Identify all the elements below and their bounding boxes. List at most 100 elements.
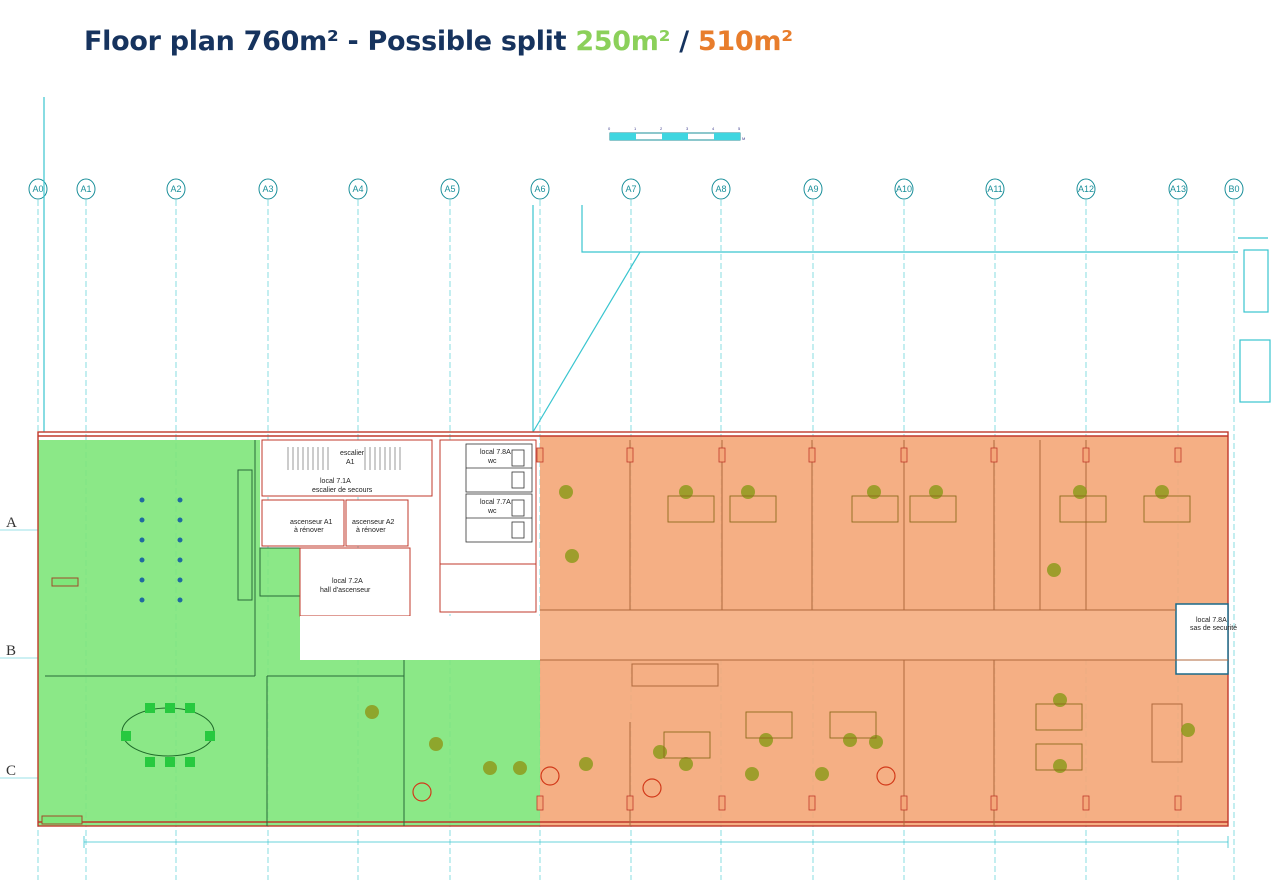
column-axis-a5: A5 bbox=[440, 178, 460, 880]
lift1-desc-label: à rénover bbox=[294, 527, 324, 534]
column-axis-label: B0 bbox=[1228, 184, 1239, 194]
seat-dot bbox=[139, 557, 145, 563]
column-axis-label: A3 bbox=[262, 184, 273, 194]
chair bbox=[185, 703, 195, 713]
dimension-line bbox=[83, 836, 1229, 848]
desk bbox=[909, 495, 957, 523]
scale-tick-4: 4 bbox=[712, 126, 715, 131]
workstation-marker bbox=[876, 766, 896, 786]
plant bbox=[843, 733, 857, 747]
column-axis-a13: A13 bbox=[1168, 178, 1188, 880]
column-axis-a9: A9 bbox=[803, 178, 823, 880]
row-axis-c: C bbox=[0, 763, 38, 779]
column bbox=[536, 795, 544, 811]
column-axis-a11: A11 bbox=[985, 178, 1005, 880]
column-axis-label: A12 bbox=[1078, 184, 1094, 194]
title-separator: / bbox=[670, 26, 698, 57]
security-local-label: local 7.8A bbox=[1196, 617, 1227, 624]
desk bbox=[1059, 495, 1107, 523]
lift2-name-label: ascenseur A2 bbox=[352, 519, 395, 526]
scale-tick-1: 1 bbox=[634, 126, 637, 131]
column-axis-a12: A12 bbox=[1076, 178, 1096, 880]
column-axis-a0: A0 bbox=[28, 178, 48, 880]
plant bbox=[429, 737, 443, 751]
plant bbox=[759, 733, 773, 747]
hall-desc-label: hall d'ascenseur bbox=[320, 587, 371, 594]
column-axis-label: A7 bbox=[625, 184, 636, 194]
scale-tick-2: 2 bbox=[660, 126, 663, 131]
row-axes: A B C bbox=[0, 515, 38, 779]
workstation-marker bbox=[642, 778, 662, 798]
column bbox=[1174, 795, 1182, 811]
building-core bbox=[261, 439, 540, 660]
plant bbox=[1053, 693, 1067, 707]
chair bbox=[145, 757, 155, 767]
desk bbox=[745, 711, 793, 739]
column-axis-a8: A8 bbox=[711, 178, 731, 880]
desk bbox=[663, 731, 711, 759]
stair-id-label: A1 bbox=[346, 459, 355, 466]
plant bbox=[741, 485, 755, 499]
desk bbox=[829, 711, 877, 739]
row-axis-label: A bbox=[6, 515, 17, 531]
orange-area-label: 510m² bbox=[697, 26, 793, 57]
seat-dot bbox=[177, 497, 183, 503]
column bbox=[626, 447, 634, 463]
lift1-name-label: ascenseur A1 bbox=[290, 519, 333, 526]
column-axis-label: A5 bbox=[444, 184, 455, 194]
plant bbox=[1181, 723, 1195, 737]
seat-dot bbox=[139, 537, 145, 543]
green-zone bbox=[38, 440, 540, 826]
stair-treads bbox=[287, 447, 401, 470]
wc-stalls bbox=[465, 443, 533, 543]
column-axis-a6: A6 bbox=[530, 178, 550, 880]
plant bbox=[365, 705, 379, 719]
workstation-marker bbox=[412, 782, 432, 802]
column bbox=[718, 795, 726, 811]
seat-dot bbox=[139, 517, 145, 523]
plant bbox=[745, 767, 759, 781]
scale-unit: M bbox=[742, 136, 745, 141]
column bbox=[626, 795, 634, 811]
seat-dot bbox=[139, 577, 145, 583]
row-axis-label: C bbox=[6, 763, 16, 779]
column-axis-a2: A2 bbox=[166, 178, 186, 880]
column-axis-label: A9 bbox=[807, 184, 818, 194]
plant bbox=[679, 757, 693, 771]
desk bbox=[1035, 703, 1083, 731]
column-axis-a1: A1 bbox=[76, 178, 96, 880]
scale-tick-3: 3 bbox=[686, 126, 689, 131]
plant bbox=[559, 485, 573, 499]
column bbox=[808, 447, 816, 463]
green-area-label: 250m² bbox=[575, 26, 671, 57]
scale-bar: 0 1 2 3 4 5 M bbox=[608, 126, 745, 141]
desk bbox=[851, 495, 899, 523]
scale-tick-0: 0 bbox=[608, 126, 611, 131]
desk bbox=[667, 495, 715, 523]
row-axis-label: B bbox=[6, 643, 16, 659]
plant bbox=[1073, 485, 1087, 499]
column-axis-a10: A10 bbox=[894, 178, 914, 880]
chair bbox=[165, 757, 175, 767]
seat-dot bbox=[177, 597, 183, 603]
column-axis-label: A13 bbox=[1170, 184, 1186, 194]
plant bbox=[483, 761, 497, 775]
column-axis-a3: A3 bbox=[258, 178, 278, 880]
column bbox=[1082, 795, 1090, 811]
column bbox=[900, 795, 908, 811]
stair-name-label: escalier bbox=[340, 450, 365, 457]
row-axis-a: A bbox=[0, 515, 38, 531]
chair bbox=[185, 757, 195, 767]
plant bbox=[929, 485, 943, 499]
wc2-local-label: local 7.7A bbox=[480, 499, 511, 506]
scale-tick-5: 5 bbox=[738, 126, 741, 131]
room-labels: escalier A1 local 7.1A escalier de secou… bbox=[290, 449, 1237, 675]
furniture bbox=[121, 447, 1195, 811]
stair-desc-label: escalier de secours bbox=[312, 487, 373, 494]
seat-dot bbox=[177, 537, 183, 543]
chair bbox=[121, 731, 131, 741]
wc1-local-label: local 7.8A bbox=[480, 449, 511, 456]
column bbox=[900, 447, 908, 463]
